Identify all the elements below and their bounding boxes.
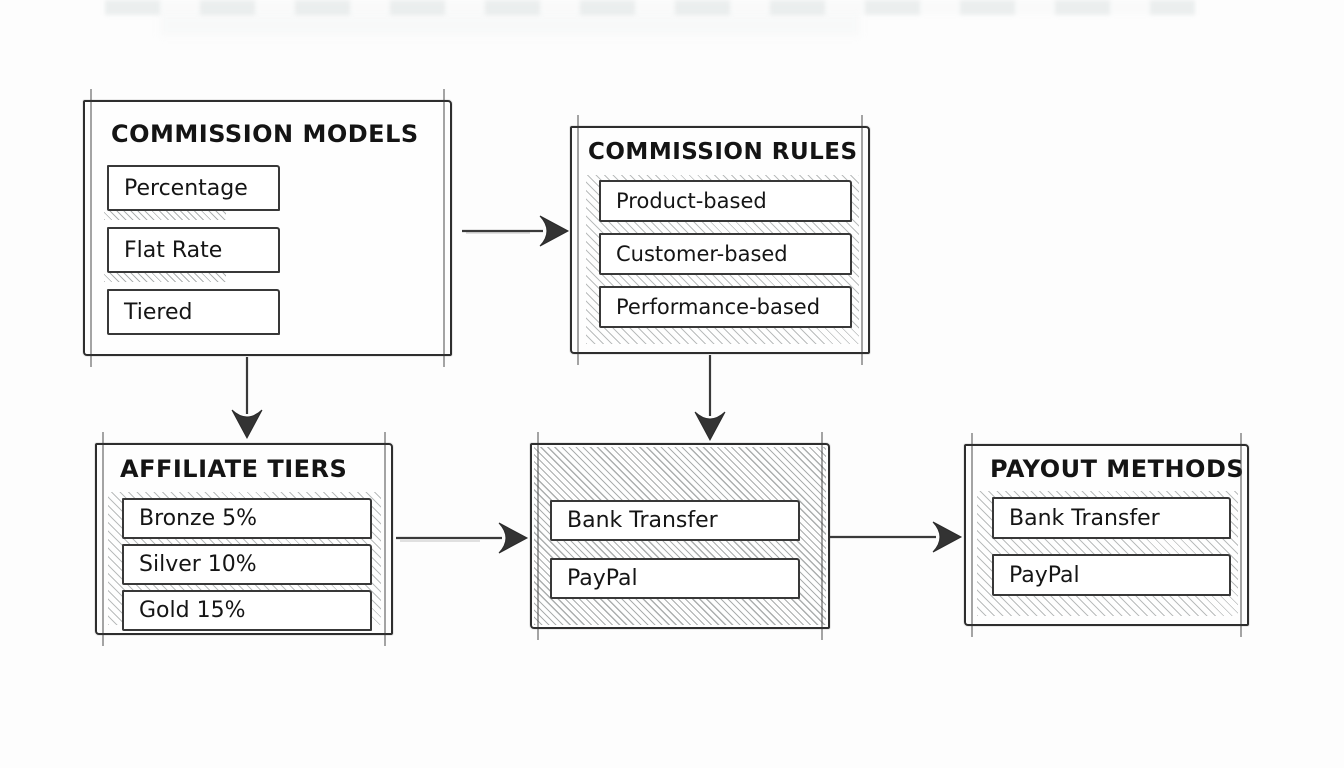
arrow-tiers-to-options bbox=[396, 522, 529, 554]
box-title-payout-methods: PAYOUT METHODS bbox=[990, 455, 1245, 483]
box-commission-rules: COMMISSION RULES Product-based Customer-… bbox=[570, 115, 870, 365]
list-item-performance-based: Performance-based bbox=[599, 286, 852, 328]
box-title-commission-models: COMMISSION MODELS bbox=[111, 120, 419, 148]
payout-methods-list: Bank Transfer PayPal bbox=[977, 491, 1238, 616]
box-commission-models: COMMISSION MODELS Percentage Flat Rate T… bbox=[83, 89, 452, 367]
list-item-bank-transfer: Bank Transfer bbox=[992, 497, 1231, 539]
affiliate-tiers-list: Bronze 5% Silver 10% Gold 15% bbox=[108, 492, 381, 631]
list-item-bronze: Bronze 5% bbox=[122, 498, 372, 539]
box-payout-options: Bank Transfer PayPal bbox=[530, 432, 830, 640]
arrow-models-to-tiers bbox=[231, 357, 263, 440]
list-item-silver: Silver 10% bbox=[122, 544, 372, 585]
list-item-percentage: Percentage bbox=[104, 165, 280, 220]
scan-smudge bbox=[160, 14, 860, 36]
list-item-bank-transfer: Bank Transfer bbox=[550, 500, 800, 541]
arrow-options-to-payout bbox=[830, 521, 963, 553]
list-item-product-based: Product-based bbox=[599, 180, 852, 222]
list-item-flat-rate: Flat Rate bbox=[104, 227, 280, 282]
commission-rules-list: Product-based Customer-based Performance… bbox=[586, 175, 859, 344]
arrow-rules-to-options bbox=[694, 355, 726, 442]
list-item-customer-based: Customer-based bbox=[599, 233, 852, 275]
list-item-tiered: Tiered bbox=[107, 289, 280, 335]
list-item-gold: Gold 15% bbox=[122, 590, 372, 631]
list-item-paypal: PayPal bbox=[550, 558, 800, 599]
box-affiliate-tiers: AFFILIATE TIERS Bronze 5% Silver 10% Gol… bbox=[95, 432, 393, 646]
arrow-models-to-rules bbox=[462, 215, 570, 247]
payout-options-list: Bank Transfer PayPal bbox=[534, 447, 826, 625]
box-payout-methods: PAYOUT METHODS Bank Transfer PayPal bbox=[964, 433, 1249, 637]
scan-smudge bbox=[105, 0, 1195, 15]
list-item-paypal: PayPal bbox=[992, 554, 1231, 596]
box-title-commission-rules: COMMISSION RULES bbox=[588, 139, 858, 165]
commission-models-list: Percentage Flat Rate Tiered bbox=[85, 165, 450, 335]
box-title-affiliate-tiers: AFFILIATE TIERS bbox=[120, 455, 348, 483]
